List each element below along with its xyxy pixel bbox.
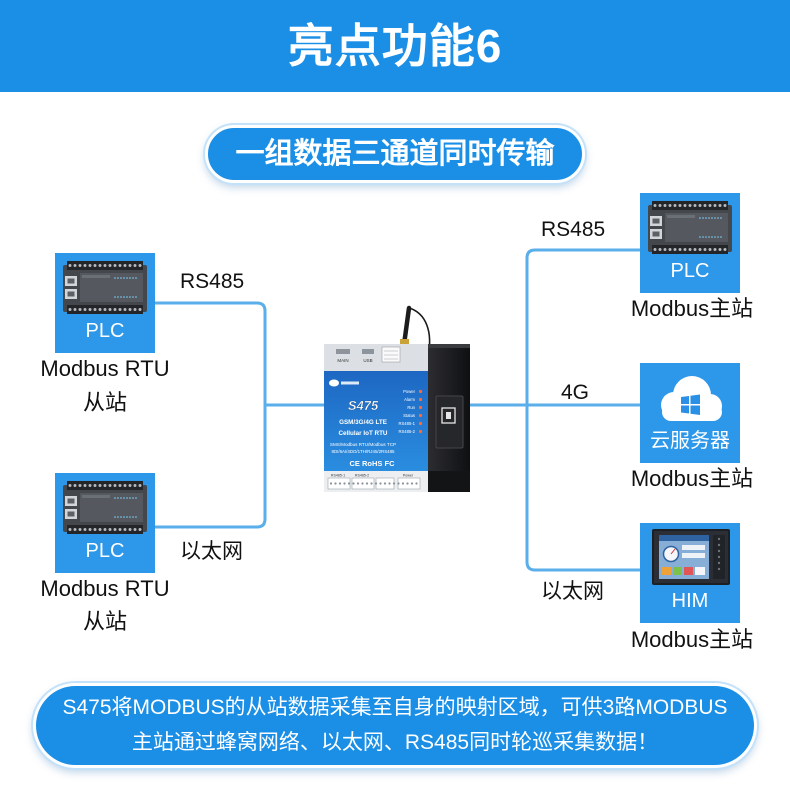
spec-line-3: SMS/Modbus RTU/Modbus TCP <box>330 442 396 447</box>
ethernet-port-icon <box>435 395 464 449</box>
led-indicator <box>418 405 423 410</box>
terminal-label-rs485-2: RS485-2 <box>355 474 369 478</box>
left-link-label-ethernet: 以太网 <box>180 540 243 563</box>
led-label-rs485-2: RS485-2 <box>398 429 415 434</box>
terminal-label-rs485-1: RS485-1 <box>331 474 345 478</box>
right-plc-node: PLC <box>640 193 740 293</box>
brand-logo <box>329 379 359 387</box>
front-panel <box>324 371 428 471</box>
device-model: S475 <box>348 398 379 413</box>
left-node-2-caption-line-1: Modbus RTU <box>40 576 170 601</box>
cloud-server-icon <box>661 376 722 421</box>
node-label: PLC <box>85 540 125 562</box>
left-plc-node-1: PLC <box>55 253 155 353</box>
left-plc-node-2: PLC <box>55 473 155 573</box>
spec-line-2: Cellular IoT RTU <box>339 430 388 437</box>
led-label-alarm: Alarm <box>404 397 415 402</box>
footer-description-pill: S475将MODBUS的从站数据采集至自身的映射区域，可供3路MODBUS 主站… <box>33 683 757 768</box>
spec-line-4: 8DI/6AI/4DO/1TH/RJ45/2RS485 <box>332 449 396 454</box>
footer-line-1: S475将MODBUS的从站数据采集至自身的映射区域，可供3路MODBUS <box>62 696 728 719</box>
led-label-power: Power <box>403 389 415 394</box>
led-indicator <box>418 421 423 426</box>
windows-logo-icon <box>681 394 700 415</box>
led-label-status: Status <box>403 413 415 418</box>
node-label: PLC <box>670 260 710 282</box>
footer-line-2: 主站通过蜂窝网络、以太网、RS485同时轮巡采集数据！ <box>131 731 659 754</box>
led-indicator <box>418 389 423 394</box>
left-link-label-rs485: RS485 <box>180 270 245 293</box>
left-bus-line <box>153 301 267 529</box>
right-node-3-caption: Modbus主站 <box>630 627 754 652</box>
left-node-1-caption-line-1: Modbus RTU <box>40 356 170 381</box>
led-indicator <box>418 413 423 418</box>
right-bus-line <box>525 248 642 572</box>
port-label-main: MAIN <box>337 358 348 363</box>
gateway-device-icon: MAIN USB S475 GSM/3G/4G LTE Cellular IoT… <box>324 305 470 492</box>
node-label: HIM <box>671 590 709 612</box>
right-node-1-caption: Modbus主站 <box>630 296 754 321</box>
right-link-label-ethernet: 以太网 <box>541 580 604 603</box>
right-link-label-4g: 4G <box>561 381 590 404</box>
node-label: 云服务器 <box>650 430 730 452</box>
left-node-1-caption-line-2: 从站 <box>82 390 127 415</box>
subtitle-pill: 一组数据三通道同时传输 <box>205 125 585 183</box>
led-indicator <box>418 397 423 402</box>
right-node-2-caption: Modbus主站 <box>630 466 754 491</box>
hmi-panel-icon <box>652 529 730 585</box>
top-port-strip <box>324 344 428 371</box>
led-label-rs485-1: RS485-1 <box>398 421 415 426</box>
node-label: PLC <box>85 320 125 342</box>
subtitle-text: 一组数据三通道同时传输 <box>235 138 555 170</box>
right-cloud-node: 云服务器 <box>640 363 740 463</box>
led-indicator <box>418 429 423 434</box>
page-title: 亮点功能6 <box>287 20 503 72</box>
terminal-label-power: Power <box>403 474 414 478</box>
right-link-label-rs485: RS485 <box>541 218 606 241</box>
header-banner: 亮点功能6 <box>0 0 790 92</box>
spec-line-1: GSM/3G/4G LTE <box>339 419 387 426</box>
certification-marks: CE RoHS FC <box>350 459 396 468</box>
right-hmi-node: HIM <box>640 523 740 623</box>
left-node-2-caption-line-2: 从站 <box>82 609 127 634</box>
port-label-usb: USB <box>363 358 372 363</box>
led-label-run: Run <box>407 405 415 410</box>
